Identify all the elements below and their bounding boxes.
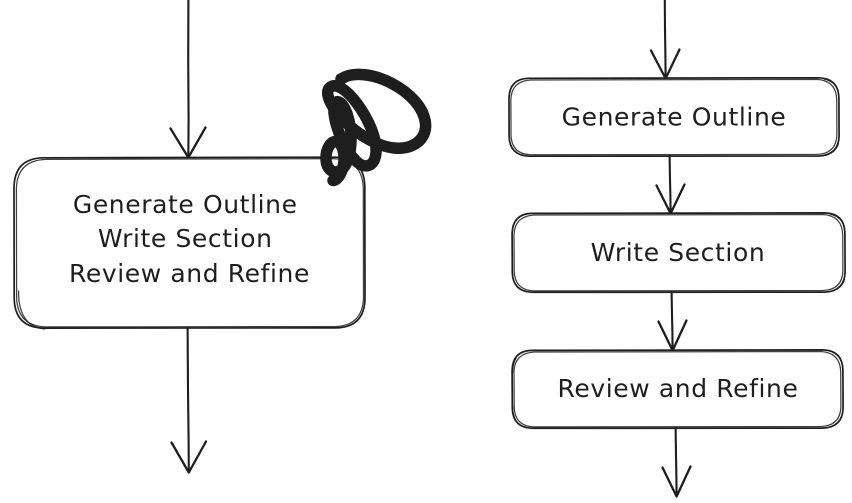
arrow-in-left xyxy=(169,0,207,159)
node-review-and-refine-label: Review and Refine xyxy=(558,374,799,403)
arrow-out-right xyxy=(661,426,692,498)
arrow-outline-to-section xyxy=(655,154,686,215)
arrow-section-to-review xyxy=(657,290,688,352)
node-generate-outline-label: Generate Outline xyxy=(562,103,787,132)
merged-node-label: Generate Outline Write Section Review an… xyxy=(69,190,310,288)
scribble-annotation[interactable] xyxy=(320,68,432,187)
merged-node-line-2: Write Section xyxy=(98,224,273,253)
node-review-and-refine[interactable]: Review and Refine xyxy=(511,349,844,430)
arrow-out-left xyxy=(170,326,208,474)
merged-node-line-1: Generate Outline xyxy=(73,190,298,219)
node-write-section[interactable]: Write Section xyxy=(511,212,846,294)
merged-node[interactable]: Generate Outline Write Section Review an… xyxy=(13,156,366,330)
right-diagram: Generate Outline Write Section xyxy=(508,0,846,498)
node-generate-outline[interactable]: Generate Outline xyxy=(508,76,840,158)
left-diagram: Generate Outline Write Section Review an… xyxy=(13,0,432,474)
merged-node-line-3: Review and Refine xyxy=(69,259,310,288)
node-write-section-label: Write Section xyxy=(591,238,766,267)
arrow-in-right xyxy=(649,0,681,80)
